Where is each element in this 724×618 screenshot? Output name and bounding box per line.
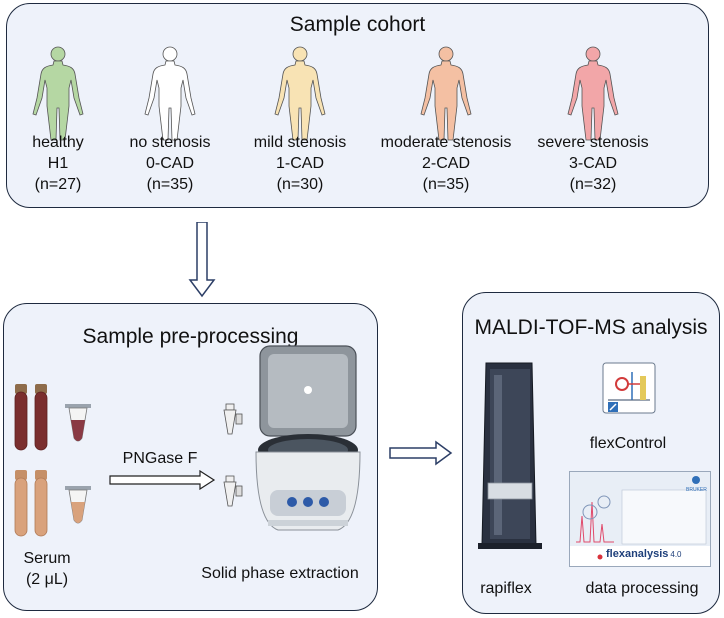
group-code: 3-CAD	[568, 155, 617, 172]
group-name: mild stenosis	[253, 134, 347, 151]
maldi-tof-ms-title: MALDI-TOF-MS analysis	[474, 316, 708, 339]
serum-samples-illustration	[14, 384, 91, 537]
data-processing-label: data processing	[585, 580, 699, 597]
pngase-f-label: PNGase F	[122, 450, 198, 467]
spe-tips-illustration	[223, 403, 243, 507]
group-severe-stenosis: severe stenosis 3-CAD (n=32)	[533, 132, 653, 195]
down-arrow	[188, 222, 216, 298]
sample-preprocessing-title: Sample pre-processing	[82, 325, 299, 348]
blood-tube-icon	[14, 384, 28, 451]
eppendorf-tube-icon	[65, 486, 91, 524]
group-code: 2-CAD	[421, 155, 470, 172]
bruker-logo-icon: BRUKER	[686, 476, 707, 493]
group-code: 0-CAD	[145, 155, 194, 172]
flexcontrol-icon	[602, 362, 656, 414]
figure-severe-stenosis	[567, 46, 619, 141]
eppendorf-tube-icon	[65, 404, 91, 442]
flexanalysis-version: 4.0	[670, 550, 682, 559]
spe-tip-icon	[223, 475, 243, 507]
figure-healthy	[32, 46, 84, 141]
group-code: 1-CAD	[275, 155, 324, 172]
sample-cohort-title: Sample cohort	[289, 13, 426, 36]
flexcontrol-label: flexControl	[589, 435, 667, 452]
group-name: no stenosis	[129, 134, 211, 151]
svg-text:BRUKER: BRUKER	[686, 487, 707, 493]
group-name: moderate stenosis	[380, 134, 512, 151]
serum-volume-label: (2 μL)	[25, 571, 69, 588]
serum-tube-icon	[14, 470, 28, 537]
blood-tube-icon	[34, 384, 48, 451]
group-name: healthy	[32, 134, 84, 151]
rapiflex-label: rapiflex	[480, 580, 532, 597]
pngase-arrow	[109, 470, 216, 490]
group-name: severe stenosis	[537, 134, 649, 151]
rapiflex-instrument-illustration	[478, 362, 542, 549]
group-count: (n=30)	[276, 176, 324, 193]
serum-tube-icon	[34, 470, 48, 537]
group-healthy: healthy H1 (n=27)	[18, 132, 98, 195]
group-count: (n=35)	[146, 176, 194, 193]
figure-mild-stenosis	[274, 46, 326, 141]
figure-moderate-stenosis	[420, 46, 472, 141]
flexanalysis-name: flexanalysis	[606, 548, 669, 560]
group-moderate-stenosis: moderate stenosis 2-CAD (n=35)	[371, 132, 521, 195]
centrifuge-illustration	[255, 345, 361, 531]
group-count: (n=27)	[34, 176, 82, 193]
serum-label: Serum	[23, 550, 71, 567]
group-mild-stenosis: mild stenosis 1-CAD (n=30)	[240, 132, 360, 195]
spe-tip-icon	[223, 403, 243, 435]
figure-no-stenosis	[144, 46, 196, 141]
group-no-stenosis: no stenosis 0-CAD (n=35)	[115, 132, 225, 195]
flexcontrol-app-icon[interactable]	[602, 362, 656, 414]
right-arrow	[389, 440, 453, 466]
group-count: (n=35)	[422, 176, 470, 193]
flexanalysis-graphic: BRUKER	[570, 472, 710, 566]
solid-phase-extraction-label: Solid phase extraction	[201, 565, 359, 582]
group-count: (n=32)	[569, 176, 617, 193]
group-code: H1	[47, 155, 69, 172]
